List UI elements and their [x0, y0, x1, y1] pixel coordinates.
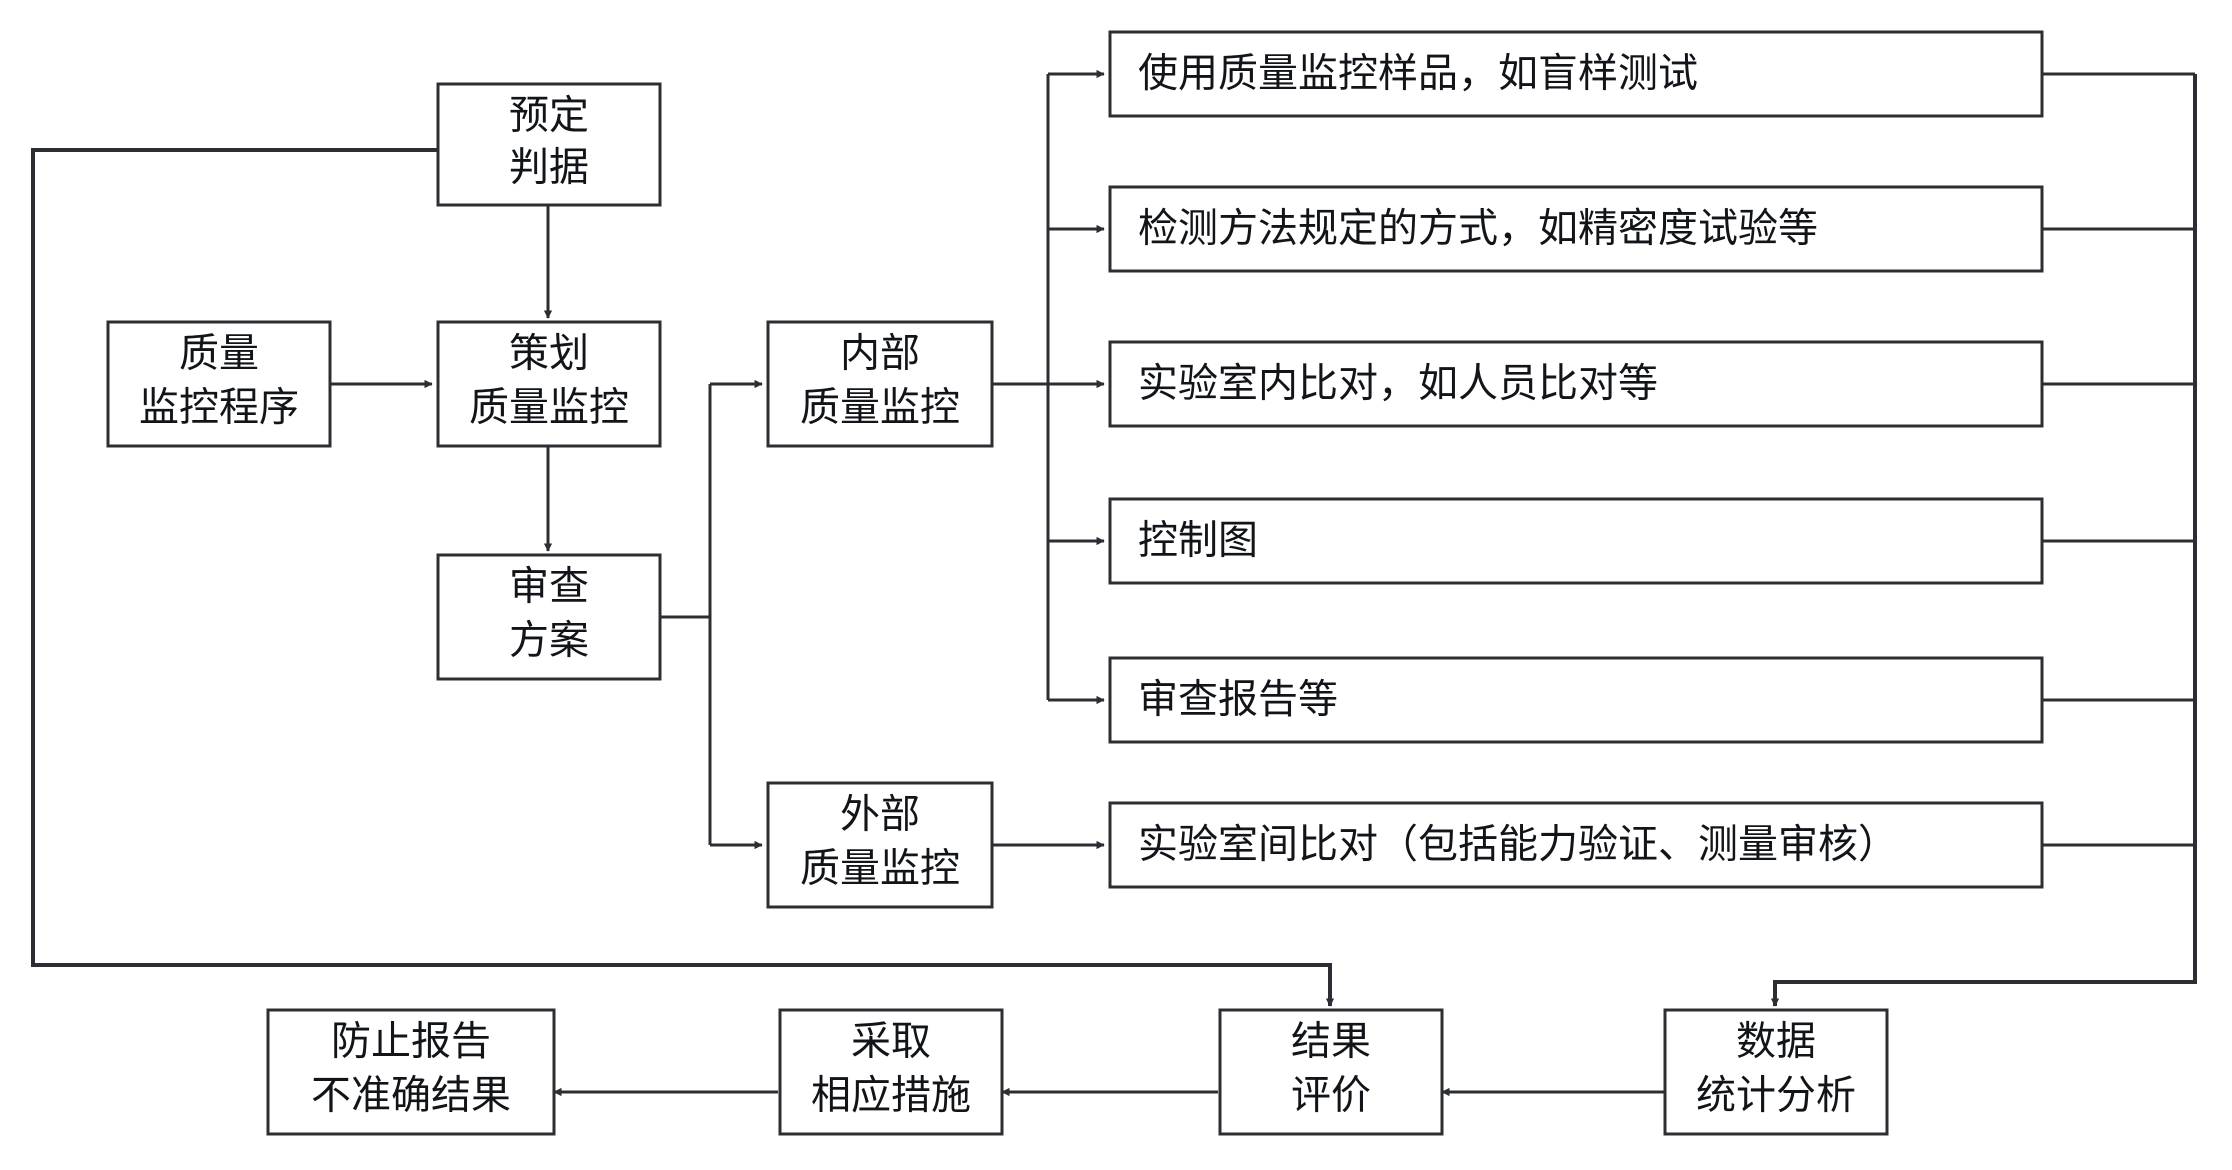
- node-prevent-inaccurate-report-line-2: 不准确结果: [311, 1074, 511, 1118]
- node-quality-control-procedure-line-2: 监控程序: [139, 386, 299, 430]
- node-take-measures[interactable]: 采取 相应措施: [778, 1008, 1004, 1136]
- node-method-interlab-label: 实验室间比对（包括能力验证、测量审核）: [1138, 823, 1898, 867]
- node-predetermined-criteria-line-2: 判据: [509, 146, 589, 190]
- edge-feedback-loop-left: [31, 148, 1335, 1007]
- node-method-review-report[interactable]: 审查报告等: [1108, 656, 2044, 744]
- node-external-quality-control-line-2: 质量监控: [800, 847, 960, 891]
- node-quality-control-procedure[interactable]: 质量 监控程序: [106, 320, 332, 448]
- node-method-intralab-label: 实验室内比对，如人员比对等: [1138, 362, 1658, 406]
- node-method-control-chart-label: 控制图: [1138, 519, 1258, 563]
- node-method-interlab[interactable]: 实验室间比对（包括能力验证、测量审核）: [1108, 801, 2044, 889]
- node-result-evaluation-line-2: 评价: [1291, 1074, 1371, 1118]
- node-method-qc-sample[interactable]: 使用质量监控样品，如盲样测试: [1108, 30, 2044, 118]
- node-plan-quality-control-line-2: 质量监控: [469, 386, 629, 430]
- node-data-statistical-analysis-line-1: 数据: [1736, 1020, 1816, 1064]
- node-review-plan[interactable]: 审查 方案: [436, 553, 662, 681]
- node-internal-quality-control[interactable]: 内部 质量监控: [766, 320, 994, 448]
- node-quality-control-procedure-line-1: 质量: [179, 332, 259, 376]
- node-prevent-inaccurate-report-line-1: 防止报告: [331, 1020, 491, 1064]
- node-method-review-report-label: 审查报告等: [1138, 678, 1338, 722]
- node-result-evaluation-line-1: 结果: [1291, 1020, 1371, 1064]
- node-take-measures-line-1: 采取: [851, 1020, 931, 1064]
- node-method-qc-sample-label: 使用质量监控样品，如盲样测试: [1138, 52, 1698, 96]
- edge-collector-to-data-analysis: [1770, 74, 2197, 1007]
- node-data-statistical-analysis-line-2: 统计分析: [1696, 1074, 1856, 1118]
- node-external-quality-control-line-1: 外部: [840, 793, 920, 837]
- node-prevent-inaccurate-report[interactable]: 防止报告 不准确结果: [266, 1008, 556, 1136]
- node-method-control-chart[interactable]: 控制图: [1108, 497, 2044, 585]
- node-review-plan-line-1: 审查: [509, 565, 589, 609]
- node-plan-quality-control-line-1: 策划: [509, 332, 589, 376]
- node-review-plan-line-2: 方案: [509, 619, 589, 663]
- node-external-quality-control[interactable]: 外部 质量监控: [766, 781, 994, 909]
- node-data-statistical-analysis[interactable]: 数据 统计分析: [1663, 1008, 1889, 1136]
- node-result-evaluation[interactable]: 结果 评价: [1218, 1008, 1444, 1136]
- node-internal-quality-control-line-2: 质量监控: [800, 386, 960, 430]
- node-take-measures-line-2: 相应措施: [811, 1074, 971, 1118]
- node-predetermined-criteria[interactable]: 预定 判据: [436, 82, 662, 207]
- node-predetermined-criteria-line-1: 预定: [509, 94, 589, 138]
- node-method-test-prescribed-label: 检测方法规定的方式，如精密度试验等: [1138, 207, 1818, 251]
- node-plan-quality-control[interactable]: 策划 质量监控: [436, 320, 662, 448]
- node-method-test-prescribed[interactable]: 检测方法规定的方式，如精密度试验等: [1108, 185, 2044, 273]
- node-internal-quality-control-line-1: 内部: [840, 332, 920, 376]
- node-method-intralab[interactable]: 实验室内比对，如人员比对等: [1108, 340, 2044, 428]
